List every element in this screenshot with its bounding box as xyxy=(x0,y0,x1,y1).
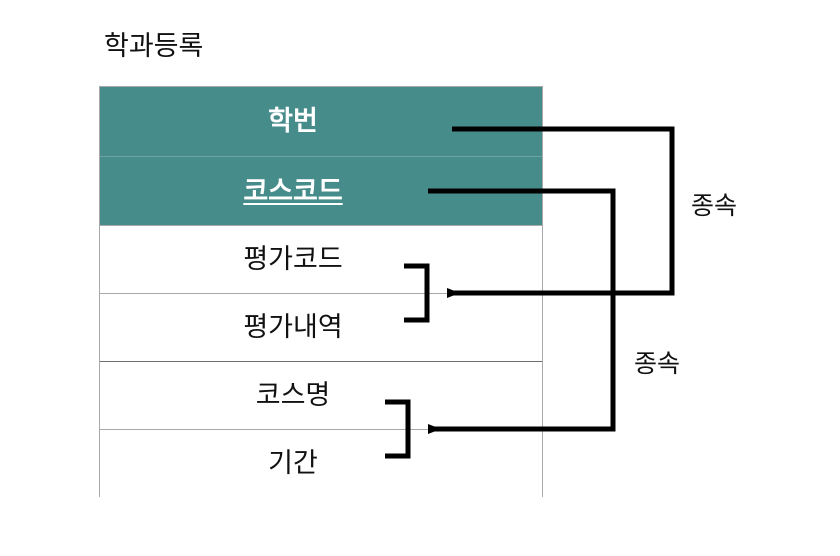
attribute-row-period[interactable]: 기간 xyxy=(100,429,542,497)
attribute-label-course-code: 코스코드 xyxy=(243,175,343,207)
entity-title: 학과등록 xyxy=(104,31,204,62)
attribute-label-period: 기간 xyxy=(268,448,318,479)
attribute-row-student-id[interactable]: 학번 xyxy=(100,87,542,156)
relationship-label-1: 종속 xyxy=(691,191,738,220)
attribute-label-student-id: 학번 xyxy=(268,106,318,137)
attribute-table: 학번 코스코드 평가코드 평가내역 코스명 기간 xyxy=(99,86,543,497)
attribute-label-grade-detail: 평가내역 xyxy=(243,312,343,343)
attribute-row-grade-code[interactable]: 평가코드 xyxy=(100,225,542,293)
attribute-row-course-code[interactable]: 코스코드 xyxy=(100,156,542,225)
attribute-row-course-name[interactable]: 코스명 xyxy=(100,361,542,429)
relationship-label-2: 종속 xyxy=(634,349,681,378)
attribute-label-course-name: 코스명 xyxy=(255,380,331,411)
attribute-label-grade-code: 평가코드 xyxy=(243,244,343,275)
attribute-row-grade-detail[interactable]: 평가내역 xyxy=(100,293,542,361)
